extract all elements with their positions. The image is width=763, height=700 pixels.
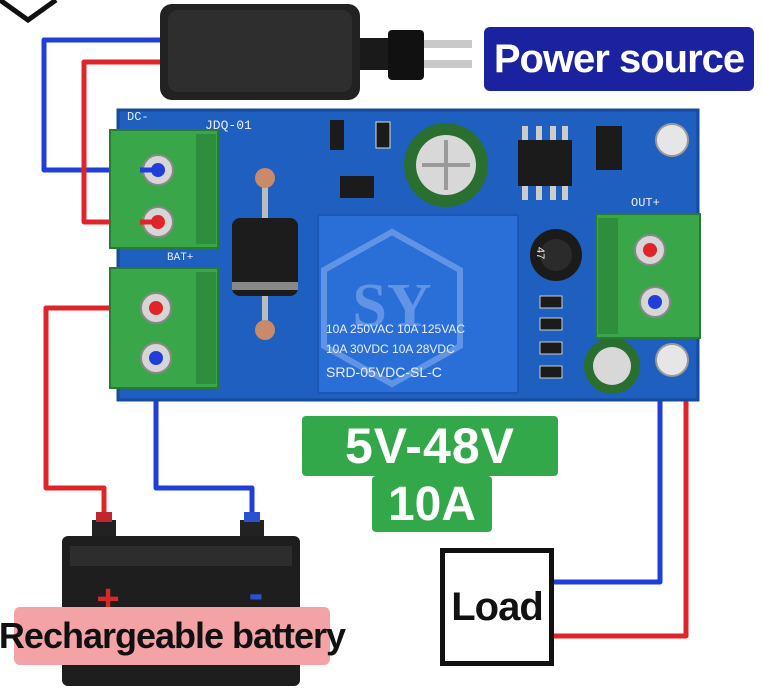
board-name: JDQ-01 xyxy=(205,118,252,133)
inductor-icon xyxy=(530,229,582,281)
battery-minus-sign: - xyxy=(249,569,264,618)
watermark-letters: SY xyxy=(352,272,431,340)
bat-plus-marking: BAT+ xyxy=(167,252,194,264)
battery-positive-wire xyxy=(43,305,156,532)
battery-negative-wire xyxy=(153,358,255,532)
diode-icon xyxy=(232,168,298,340)
relay-model: SRD-05VDC-SL-C xyxy=(326,364,442,380)
logo-fragment-icon xyxy=(0,0,58,24)
power-source-label: Power source xyxy=(484,27,754,91)
sy-watermark-logo: SY xyxy=(321,228,463,388)
bat-terminal-block xyxy=(109,267,219,389)
capacitor-icon xyxy=(584,338,640,394)
dc-minus-marking: DC- xyxy=(127,110,149,124)
capacitor-icon xyxy=(404,123,488,207)
load-box: Load xyxy=(440,548,554,666)
relay-rating-line-1: 10A 250VAC 10A 125VAC xyxy=(326,322,465,336)
relay-rating-line-2: 10A 30VDC 10A 28VDC xyxy=(326,342,455,356)
battery-label: Rechargeable battery xyxy=(0,607,346,665)
dc-terminal-block xyxy=(109,129,219,249)
voltage-range-label: 5V-48V xyxy=(302,416,558,476)
out-terminal-block xyxy=(595,213,701,339)
adapter-negative-wire xyxy=(41,37,160,173)
mounting-hole xyxy=(655,123,689,157)
out-plus-marking: OUT+ xyxy=(631,196,660,210)
current-rating-label: 10A xyxy=(372,476,492,532)
power-adapter-icon xyxy=(160,4,472,100)
ic-chip-icon xyxy=(518,126,572,200)
mounting-hole xyxy=(655,343,689,377)
inductor-value: 47 xyxy=(534,247,546,260)
